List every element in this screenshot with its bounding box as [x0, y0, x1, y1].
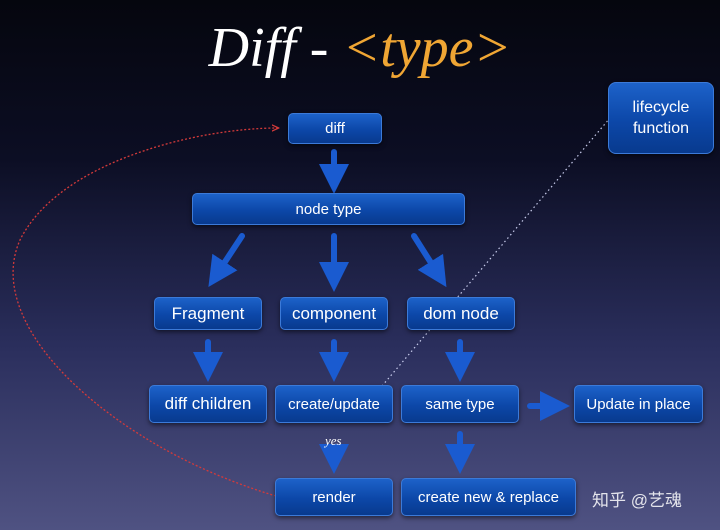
node-render: render [275, 478, 393, 516]
arrow-nodetype-fragment [208, 233, 245, 288]
edge-label-yes: yes [325, 433, 342, 448]
node-same-type: same type [401, 385, 519, 423]
node-diff: diff [288, 113, 382, 144]
node-fragment: Fragment [154, 297, 262, 330]
slide-title: Diff - <type> [0, 14, 720, 82]
title-dash: - [309, 17, 329, 79]
node-diff-children: diff children [149, 385, 267, 423]
title-type: <type> [342, 17, 512, 79]
node-lifecycle-function: lifecycle function [608, 82, 714, 154]
lifecycle-link-line [381, 117, 611, 387]
node-create-update: create/update [275, 385, 393, 423]
node-create-new-replace: create new & replace [401, 478, 576, 516]
node-update-in-place: Update in place [574, 385, 703, 423]
title-diff: Diff [208, 17, 296, 79]
watermark: 知乎 @艺魂 [592, 491, 682, 510]
node-component: component [280, 297, 388, 330]
node-node-type: node type [192, 193, 465, 225]
node-dom-node: dom node [407, 297, 515, 330]
arrow-nodetype-domnode [411, 233, 447, 288]
